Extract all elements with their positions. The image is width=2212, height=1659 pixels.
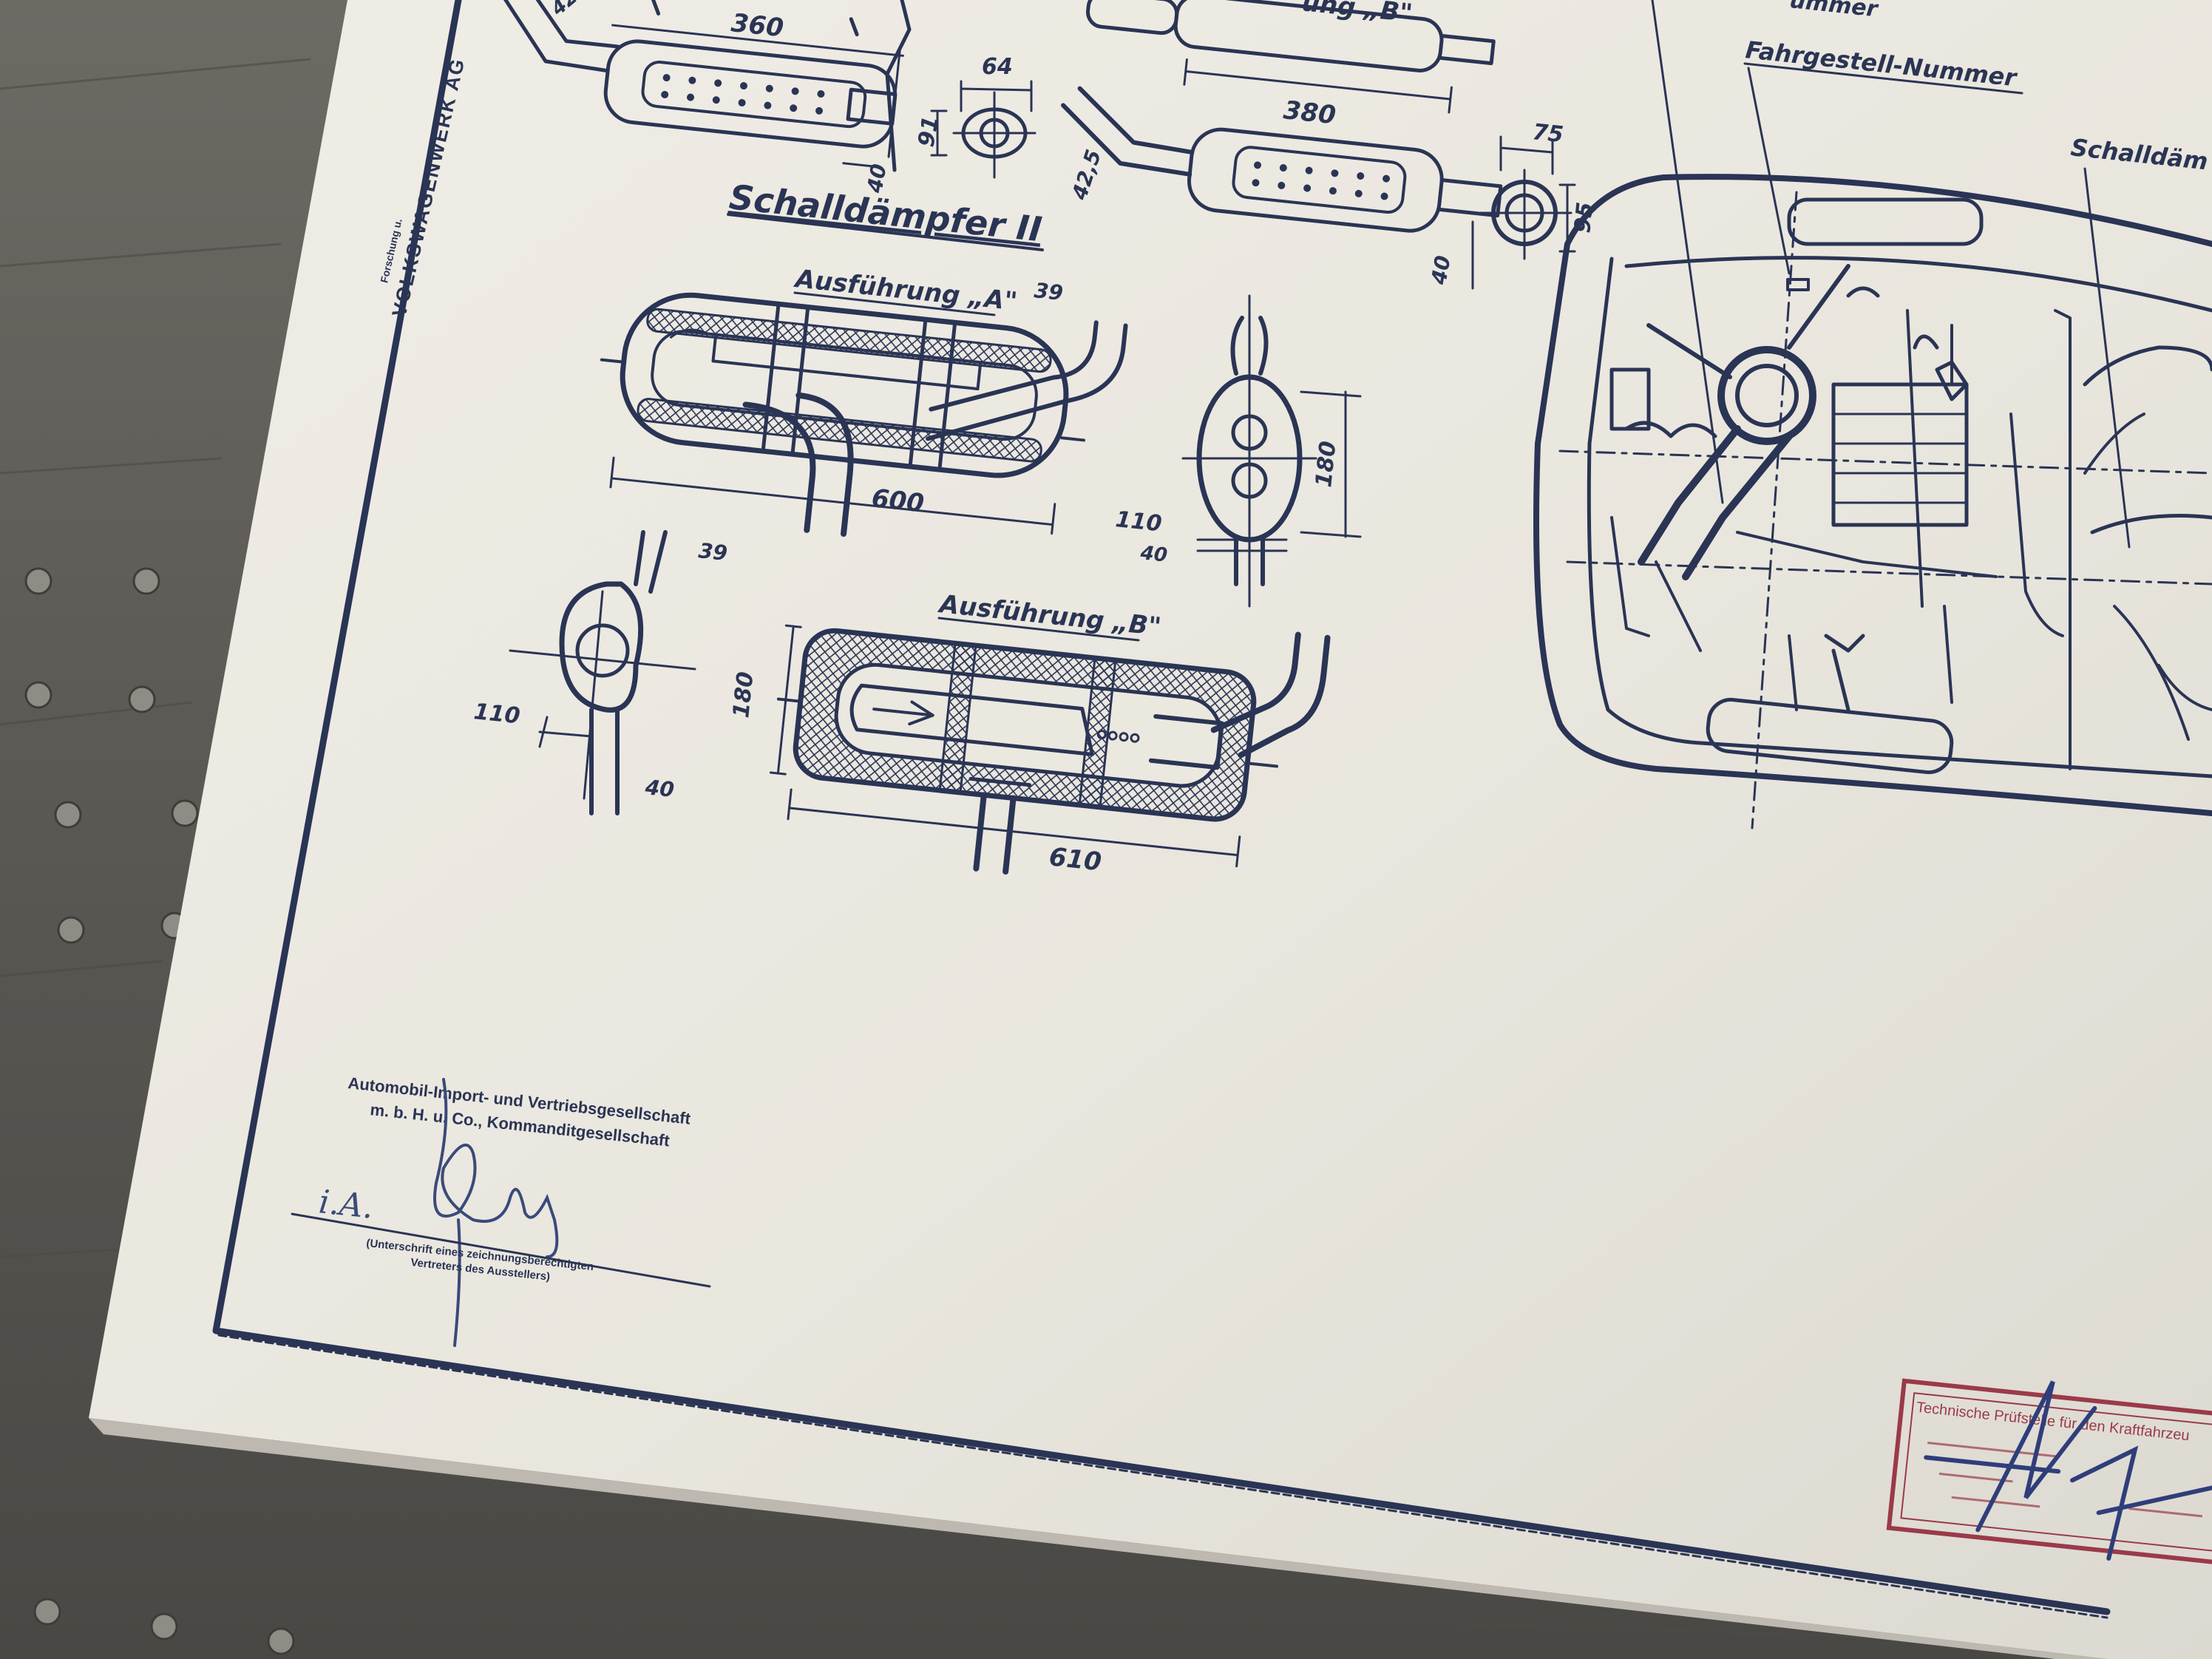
- dim-40c: 40: [1139, 542, 1168, 567]
- dim-64: 64: [982, 54, 1013, 80]
- side-view-a: [1181, 294, 1362, 608]
- dim-110b: 110: [472, 699, 521, 729]
- title-underline: [727, 213, 1044, 251]
- signature-baseline: [291, 1212, 711, 1288]
- chassis-label-underline: [1743, 62, 2023, 95]
- flange-view-right: [1471, 135, 1576, 290]
- dim-180a: 180: [1311, 440, 1341, 489]
- dim-91: 91: [913, 114, 944, 149]
- dim-39a: 39: [1033, 278, 1064, 305]
- side-view-b: [509, 530, 696, 815]
- chassis-cutaway: [1533, 174, 2212, 830]
- top-leader-line: [1651, 0, 1724, 504]
- dim-40a: 40: [862, 162, 891, 195]
- table-bolts: [24, 567, 295, 1655]
- flange-view-small: [885, 0, 1037, 179]
- variant-a-underline: [793, 291, 996, 316]
- chassis-leader-line: [1747, 67, 1791, 275]
- muffler-variant-a: [600, 292, 1128, 537]
- stamp-signature: [1924, 1380, 2212, 1561]
- dim-380: 380: [1282, 95, 1337, 130]
- muffler-right-leader: [2083, 167, 2131, 549]
- muffler-variant-b: [769, 624, 1331, 875]
- dim-360: 360: [730, 8, 785, 43]
- dim-110a: 110: [1114, 506, 1163, 537]
- handwritten-signature: [433, 1078, 559, 1347]
- variant-b-underline: [937, 617, 1140, 642]
- dim-610: 610: [1048, 842, 1103, 877]
- dim-40d: 40: [643, 775, 675, 802]
- drawing-frame: [212, 0, 2111, 1619]
- paper-edge: [89, 1418, 2107, 1659]
- dim-40b: 40: [1426, 254, 1455, 287]
- muffler-top-left: [502, 0, 904, 169]
- dim-600: 600: [870, 484, 926, 518]
- dim-75: 75: [1531, 119, 1564, 148]
- dim-39b: 39: [697, 538, 728, 566]
- paper-sheet: [89, 0, 2212, 1659]
- muffler-top-center: [1061, 0, 1503, 233]
- dim-180b: 180: [728, 671, 759, 719]
